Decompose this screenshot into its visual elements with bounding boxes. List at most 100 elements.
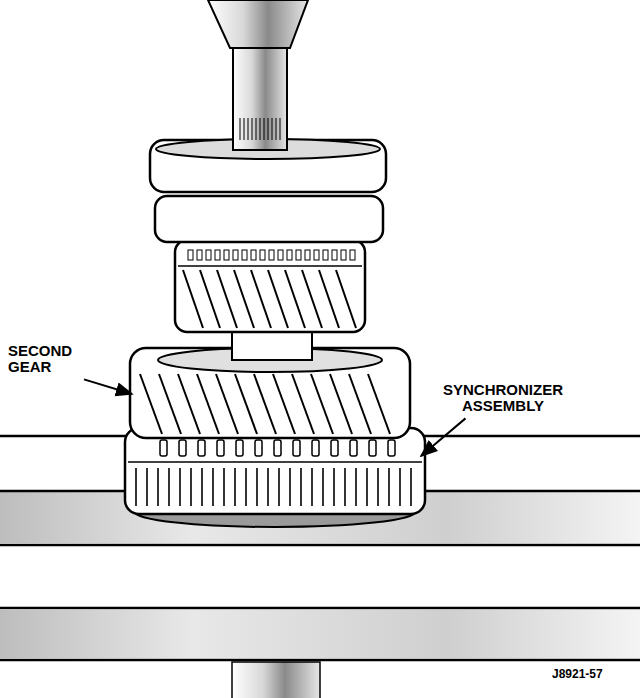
synchronizer-tooth bbox=[245, 468, 247, 506]
synchronizer-slot bbox=[198, 440, 205, 456]
synchronizer-slot bbox=[369, 440, 376, 456]
synchronizer-tooth bbox=[344, 468, 346, 506]
synchronizer-tooth bbox=[190, 468, 192, 506]
shaft-spline bbox=[280, 118, 281, 140]
gear-tooth bbox=[330, 374, 352, 434]
shaft-spline bbox=[264, 118, 265, 140]
synchronizer-tooth bbox=[223, 468, 225, 506]
gear-tooth bbox=[285, 270, 305, 328]
gear-tooth bbox=[140, 374, 162, 434]
gear-spline bbox=[278, 250, 283, 260]
gear-tooth bbox=[178, 374, 200, 434]
synchronizer-slot bbox=[217, 440, 224, 456]
synchronizer-slot bbox=[388, 440, 395, 456]
synchronizer-tooth bbox=[399, 468, 401, 506]
synchronizer-slot bbox=[274, 440, 281, 456]
gear-tooth bbox=[368, 374, 390, 434]
synchronizer-tooth bbox=[333, 468, 335, 506]
synchronizer-tooth bbox=[267, 468, 269, 506]
gear-spline bbox=[296, 250, 301, 260]
leader-line bbox=[421, 418, 466, 456]
synchronizer-tooth bbox=[300, 468, 302, 506]
gear-spline bbox=[305, 250, 310, 260]
press-ram bbox=[208, 0, 308, 150]
gear-spline bbox=[332, 250, 337, 260]
gear-spline bbox=[260, 250, 265, 260]
gear-tooth bbox=[273, 374, 295, 434]
gear-tooth bbox=[336, 270, 356, 328]
synchronizer-tooth bbox=[157, 468, 159, 506]
gear-tooth bbox=[268, 270, 288, 328]
shaft-spline bbox=[248, 118, 249, 140]
gear-spline bbox=[251, 250, 256, 260]
gear-tooth bbox=[319, 270, 339, 328]
synchronizer-tooth bbox=[388, 468, 390, 506]
gear-tooth bbox=[311, 374, 333, 434]
shaft-spline bbox=[244, 118, 245, 140]
gear-spline bbox=[287, 250, 292, 260]
gear-spline bbox=[242, 250, 247, 260]
press-bed bbox=[0, 608, 640, 698]
gear-tooth bbox=[235, 374, 257, 434]
synchronizer-tooth bbox=[278, 468, 280, 506]
figure-number: J8921-57 bbox=[552, 668, 636, 681]
gear-spline bbox=[350, 250, 355, 260]
shaft-spline bbox=[276, 118, 277, 140]
gear-spline bbox=[224, 250, 229, 260]
upper-gear bbox=[175, 240, 365, 332]
gear-tooth bbox=[200, 270, 220, 328]
synchronizer-tooth bbox=[146, 468, 148, 506]
part-label: SECOND GEAR bbox=[8, 343, 94, 375]
synchronizer-tooth bbox=[410, 468, 412, 506]
synchronizer-tooth bbox=[289, 468, 291, 506]
synchronizer-tooth bbox=[201, 468, 203, 506]
synchronizer-tooth bbox=[355, 468, 357, 506]
leader-line bbox=[84, 379, 132, 394]
synchronizer-tooth bbox=[135, 468, 137, 506]
gear-tooth bbox=[254, 374, 276, 434]
shaft-spline bbox=[252, 118, 253, 140]
shaft-spline bbox=[272, 118, 273, 140]
gear-spline bbox=[206, 250, 211, 260]
synchronizer-tooth bbox=[366, 468, 368, 506]
synchronizer-tooth bbox=[168, 468, 170, 506]
gear-tooth bbox=[216, 374, 238, 434]
gear-tooth bbox=[292, 374, 314, 434]
gear-tooth bbox=[217, 270, 237, 328]
synchronizer-tooth bbox=[179, 468, 181, 506]
gear-tooth bbox=[302, 270, 322, 328]
second-gear bbox=[130, 328, 410, 438]
synchronizer-assembly bbox=[125, 428, 425, 527]
gear-tooth bbox=[234, 270, 254, 328]
gear-tooth bbox=[197, 374, 219, 434]
synchronizer-slot bbox=[331, 440, 338, 456]
gear-spline bbox=[323, 250, 328, 260]
part-label: SYNCHRONIZER ASSEMBLY bbox=[428, 382, 578, 414]
gear-tooth bbox=[183, 270, 203, 328]
gear-spline bbox=[197, 250, 202, 260]
gear-tooth bbox=[349, 374, 371, 434]
gear-spline bbox=[269, 250, 274, 260]
gear-spline bbox=[188, 250, 193, 260]
synchronizer-slot bbox=[350, 440, 357, 456]
synchronizer-slot bbox=[255, 440, 262, 456]
press-tool bbox=[150, 139, 386, 242]
synchronizer-slot bbox=[236, 440, 243, 456]
synchronizer-tooth bbox=[256, 468, 258, 506]
synchronizer-tooth bbox=[311, 468, 313, 506]
shaft-spline bbox=[268, 118, 269, 140]
gear-tooth bbox=[251, 270, 271, 328]
synchronizer-slot bbox=[160, 440, 167, 456]
shaft-spline bbox=[256, 118, 257, 140]
gear-spline bbox=[314, 250, 319, 260]
synchronizer-tooth bbox=[322, 468, 324, 506]
synchronizer-slot bbox=[179, 440, 186, 456]
gear-spline bbox=[341, 250, 346, 260]
synchronizer-slot bbox=[312, 440, 319, 456]
gear-spline bbox=[233, 250, 238, 260]
shaft-spline bbox=[240, 118, 241, 140]
synchronizer-tooth bbox=[377, 468, 379, 506]
